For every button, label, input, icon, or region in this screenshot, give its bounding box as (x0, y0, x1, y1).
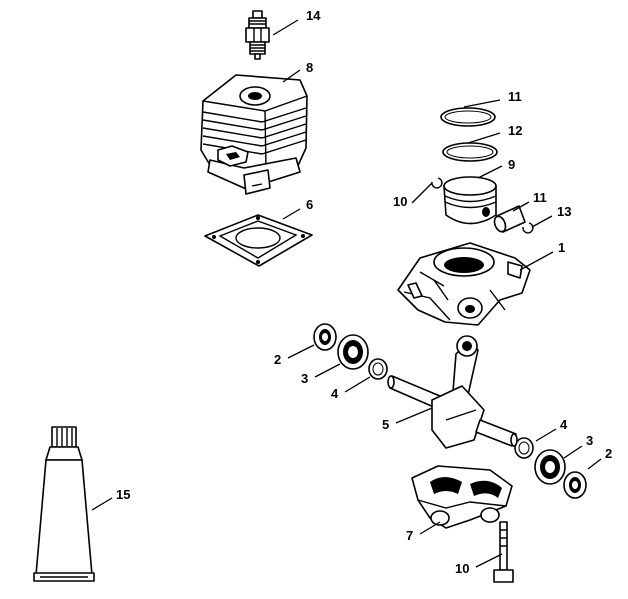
callout-3-right: 3 (586, 433, 593, 448)
callout-3-left: 3 (301, 371, 308, 386)
oil-seal-left (337, 334, 369, 370)
callout-13: 10 (455, 561, 469, 576)
piston (443, 176, 497, 225)
callout-8: 8 (306, 60, 313, 75)
crankshaft (387, 335, 518, 449)
callout-1: 1 (558, 240, 565, 255)
callout-4-right: 4 (560, 417, 568, 432)
callout-10-upper: 11 (508, 89, 522, 104)
callout-15: 15 (116, 487, 130, 502)
crankcase-upper (397, 242, 531, 326)
callout-10-lower: 12 (508, 123, 522, 138)
washer-right (514, 437, 534, 459)
cylinder (200, 74, 308, 195)
piston-pin (493, 205, 526, 233)
spark-plug (245, 10, 270, 60)
callout-14: 14 (306, 8, 321, 23)
bolt (493, 521, 514, 583)
callout-4-left: 4 (331, 386, 339, 401)
callout-11-left: 10 (393, 194, 407, 209)
circlips (431, 177, 534, 234)
washer-left (368, 358, 388, 380)
callout-5: 5 (382, 417, 389, 432)
gasket (204, 214, 313, 267)
callout-7: 7 (406, 528, 413, 543)
callout-labels: 14 8 11 12 9 10 11 13 6 1 2 3 4 5 4 3 2 … (116, 8, 612, 576)
ball-bearing-right (563, 471, 587, 499)
callout-2-right: 2 (605, 446, 612, 461)
callout-11-right: 13 (557, 204, 571, 219)
grease-tube (33, 426, 95, 582)
leader-lines (91, 19, 602, 568)
callout-9: 9 (508, 157, 515, 172)
callout-12: 11 (533, 190, 547, 205)
piston-rings (440, 107, 498, 162)
crankcase-lower (411, 465, 513, 529)
ball-bearing-left (313, 323, 337, 351)
callout-6: 6 (306, 197, 313, 212)
oil-seal-right (534, 449, 566, 485)
callout-2-left: 2 (274, 352, 281, 367)
